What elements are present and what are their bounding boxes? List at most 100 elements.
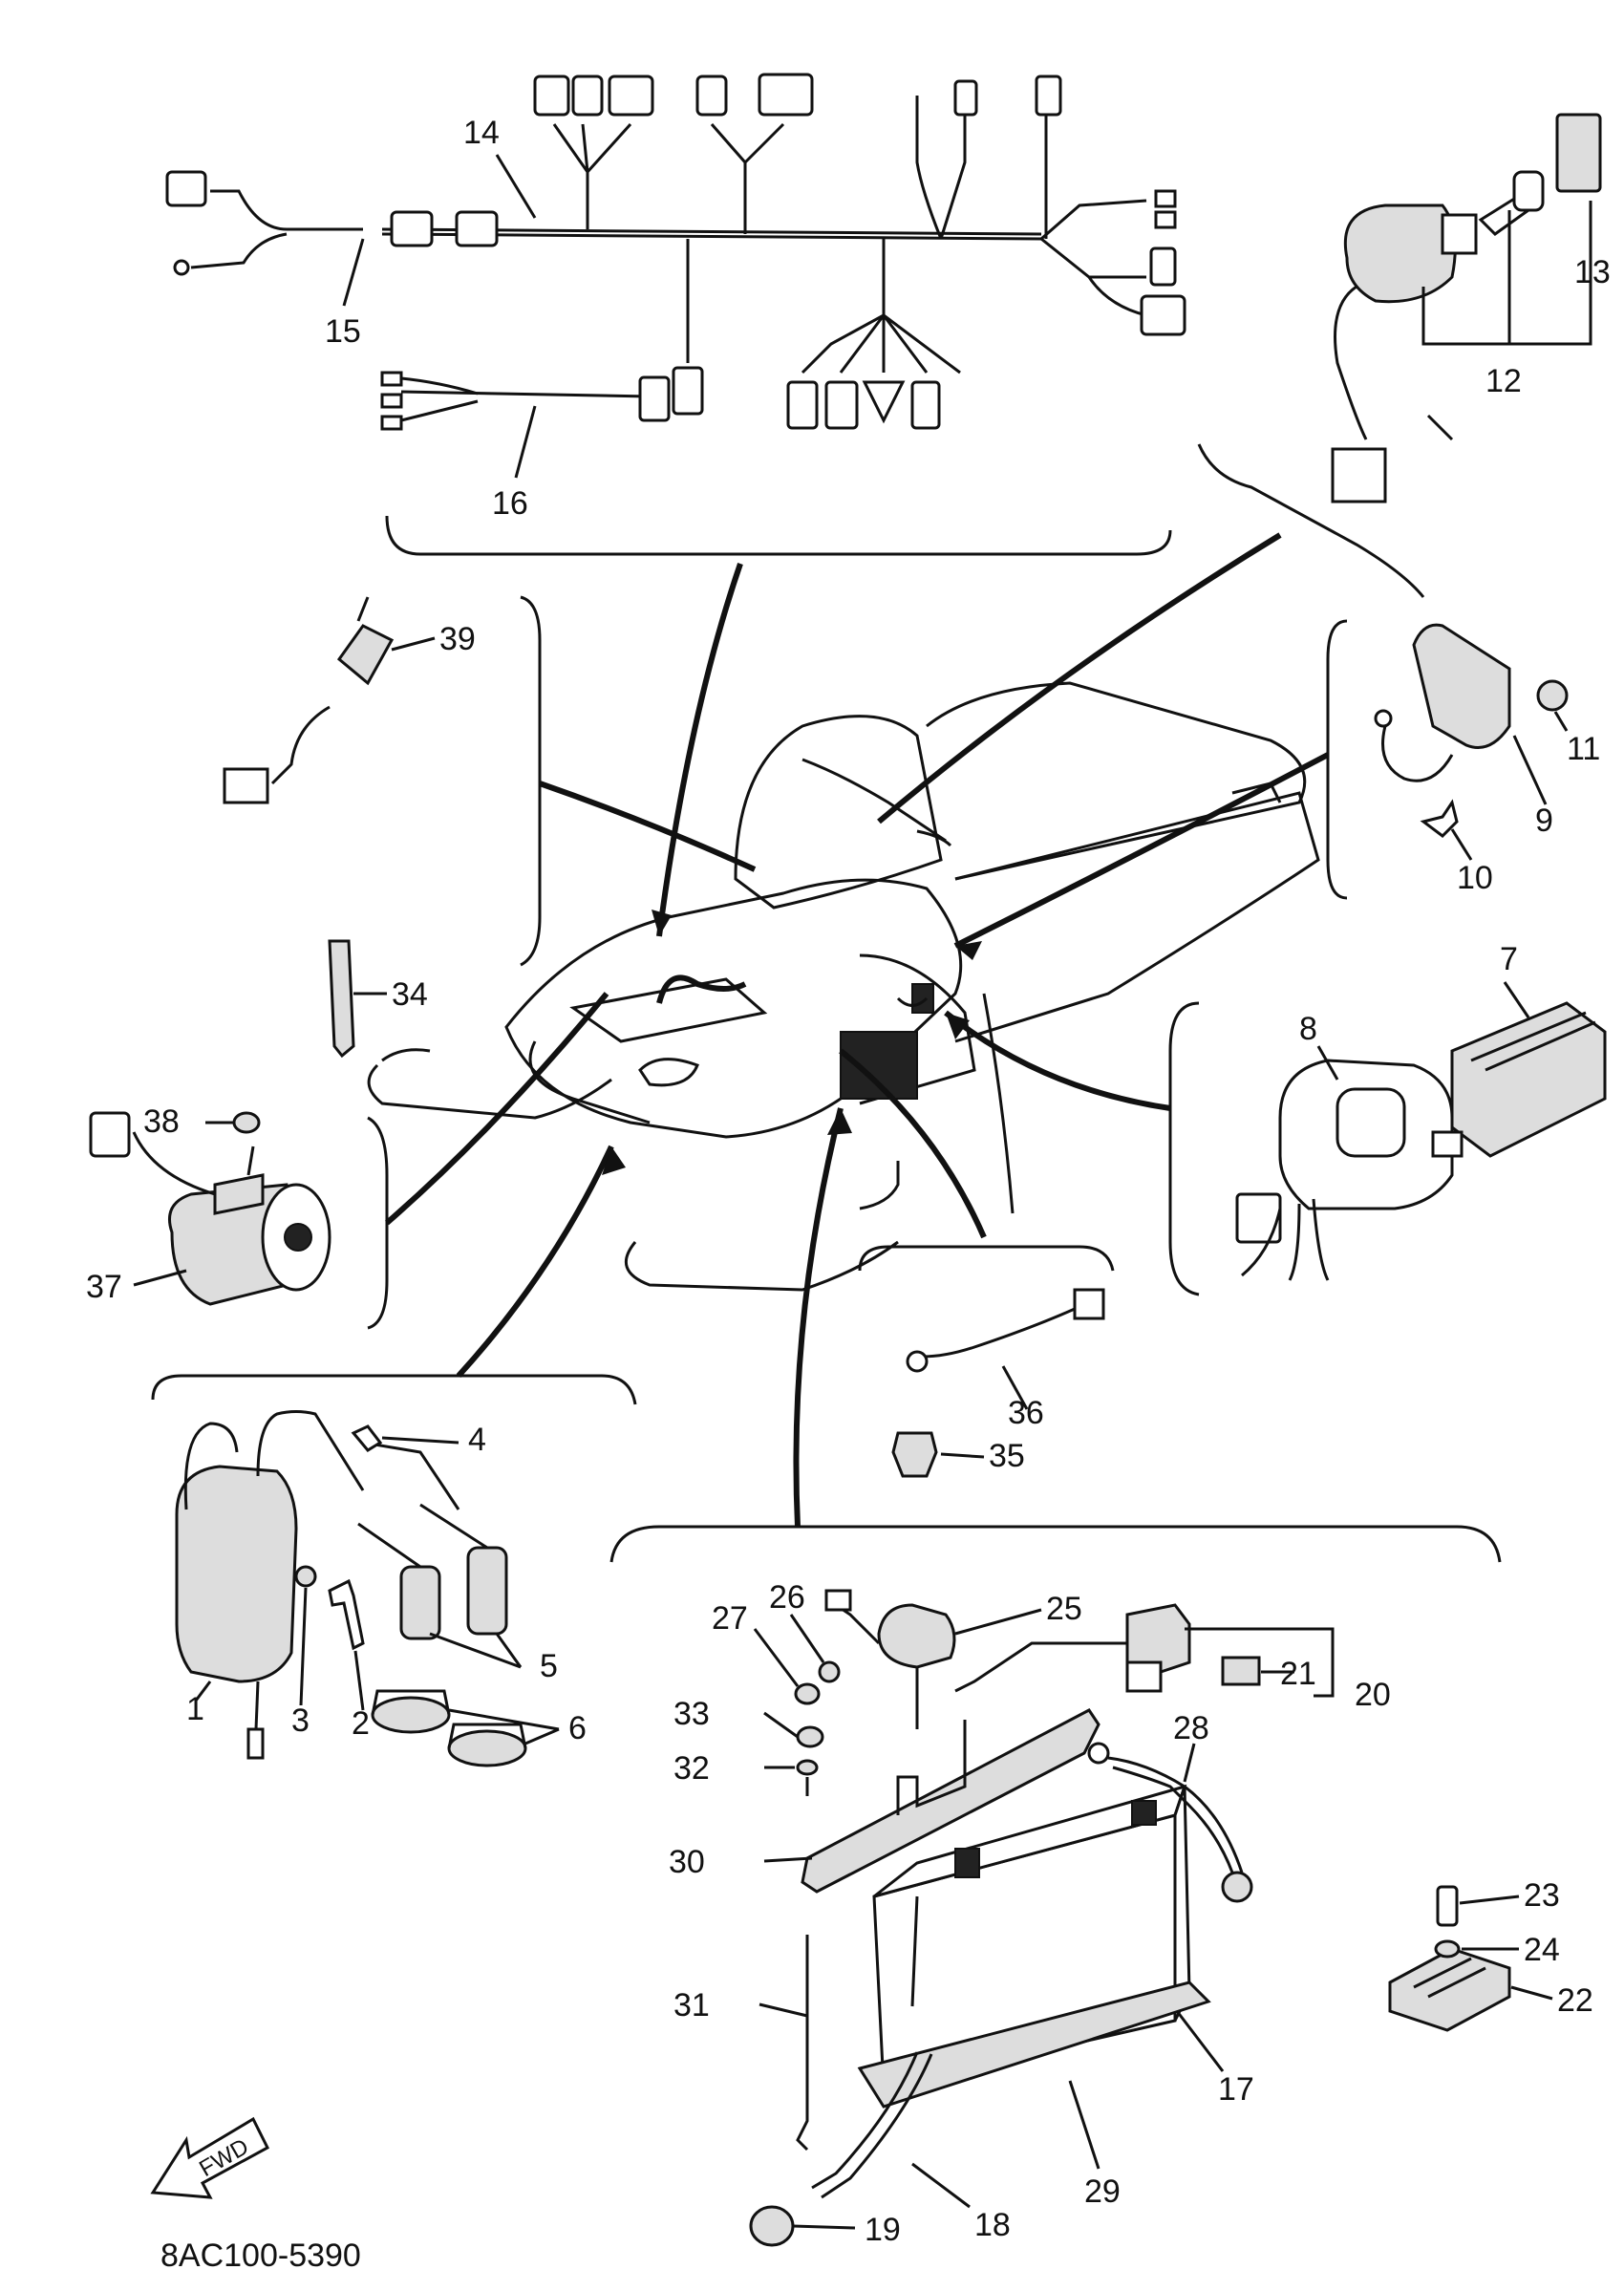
pointer-sensor-to-body — [839, 1048, 987, 1239]
leader-33 — [763, 1711, 799, 1739]
key-tag-13 — [1555, 113, 1602, 193]
switch-bracket — [1197, 443, 1425, 598]
seat — [926, 681, 1307, 881]
main-switch-plug — [1331, 447, 1387, 503]
nut-11 — [1536, 679, 1569, 712]
nut-27 — [794, 1682, 821, 1705]
battery-bracket — [609, 1525, 1502, 1563]
thermo-sensor-35 — [891, 1431, 938, 1478]
harness-16 — [400, 390, 651, 422]
leader-19 — [792, 2224, 856, 2230]
leader-28 — [1183, 1743, 1196, 1783]
hood-harness — [656, 974, 747, 1004]
callout-32: 32 — [673, 1750, 710, 1787]
bolt-2 — [328, 1578, 365, 1651]
connector-b2 — [758, 73, 814, 117]
coil-ground-wire — [254, 1681, 260, 1730]
leader-22 — [1510, 1985, 1553, 2001]
bolt-10 — [1420, 799, 1459, 838]
leader-18 — [911, 2162, 971, 2209]
battery-lead-28b — [1107, 1756, 1244, 1873]
callout-33: 33 — [673, 1696, 710, 1732]
callout-36: 36 — [1008, 1395, 1044, 1431]
relay-wire — [835, 1603, 881, 1645]
terminal-16-c — [380, 415, 403, 431]
fwd-arrow-shape — [150, 2116, 269, 2199]
nut-38 — [232, 1111, 261, 1134]
plug-cap-leads — [357, 1503, 488, 1569]
rectifier-22 — [1388, 1947, 1511, 2032]
pointer-cdi-to-body — [944, 1010, 1171, 1111]
battery-terminal-pos — [1131, 1800, 1157, 1826]
switch-39-assembly — [223, 596, 395, 1059]
leader-20 — [1185, 1627, 1335, 1698]
leader-3 — [299, 1587, 308, 1706]
callout-30: 30 — [669, 1844, 705, 1880]
cover-assembly — [1374, 623, 1569, 838]
main-switch-body — [1343, 203, 1457, 304]
callout-25: 25 — [1046, 1591, 1082, 1627]
callout-29: 29 — [1084, 2173, 1121, 2210]
connector-e2 — [824, 380, 859, 430]
ski-left-tip — [381, 1048, 431, 1062]
sensor-lead-terminal — [906, 1350, 929, 1373]
hv-cable — [362, 1441, 460, 1510]
callout-39: 39 — [439, 621, 476, 657]
sensor-lead-36 — [921, 1307, 1076, 1359]
starter-bracket — [367, 1116, 389, 1330]
connector-r1 — [1154, 189, 1177, 208]
battery-terminal-neg — [954, 1848, 980, 1878]
callout-28: 28 — [1173, 1710, 1209, 1746]
band-bend — [896, 1720, 967, 1815]
cover-bracket — [1326, 619, 1348, 900]
cdi-wires — [1241, 1198, 1330, 1281]
starter-terminal-post — [246, 1146, 255, 1176]
cdi-fins — [1470, 1011, 1596, 1072]
leader-6 — [448, 1708, 560, 1745]
callout-10: 10 — [1457, 860, 1493, 896]
callout-38: 38 — [143, 1103, 180, 1140]
breather-hose-18 — [821, 2053, 933, 2199]
callout-5: 5 — [540, 1648, 558, 1684]
callout-4: 4 — [468, 1422, 486, 1458]
arrow-head-battery — [827, 1108, 852, 1135]
cdi-wire — [896, 996, 929, 1007]
hose-cap-19 — [749, 2205, 795, 2247]
ignition-coil-assembly — [175, 1410, 560, 1767]
leader-25 — [954, 1608, 1042, 1636]
cdi-bracket — [1168, 1001, 1200, 1296]
leader-gap — [1426, 414, 1454, 441]
cdi-assembly — [1235, 1001, 1607, 1281]
callout-9: 9 — [1535, 803, 1553, 839]
callout-27: 27 — [712, 1600, 748, 1637]
starter-gear — [284, 1223, 312, 1252]
connector-r3 — [1149, 246, 1177, 287]
callout-labels: 1 2 3 4 5 6 7 8 9 10 11 12 13 14 15 16 1… — [86, 115, 1611, 2248]
leader-35 — [940, 1452, 985, 1459]
pointer-coil-to-body — [456, 1145, 614, 1379]
leader-16 — [514, 405, 537, 479]
fuse-wire — [954, 1641, 1127, 1693]
leader-26 — [789, 1614, 825, 1663]
main-switch-face — [1441, 213, 1478, 255]
hood-vent — [569, 977, 768, 1043]
coil-ground-terminal — [246, 1727, 265, 1760]
leader-2 — [353, 1650, 365, 1711]
battery-pad-29 — [857, 1981, 1211, 2109]
fwd-arrow: FWD — [150, 2116, 269, 2199]
cdi-unit-7 — [1450, 1001, 1607, 1158]
callout-34: 34 — [392, 976, 428, 1013]
callout-leaders — [133, 154, 1569, 2230]
harness-branch-b — [710, 122, 785, 234]
connector-e4 — [910, 380, 941, 430]
callout-14: 14 — [463, 115, 500, 151]
coil-lead-left — [183, 1422, 239, 1510]
pointer-cover-to-body — [953, 752, 1330, 949]
starter-solenoid — [213, 1173, 265, 1215]
cdi-link-bolt — [1431, 1130, 1464, 1158]
windshield — [734, 715, 943, 910]
callout-17: 17 — [1218, 2071, 1254, 2108]
tunnel-side — [954, 791, 1320, 1043]
main-switch-cable — [1334, 285, 1368, 440]
breather-hose-18b — [811, 2051, 919, 2190]
